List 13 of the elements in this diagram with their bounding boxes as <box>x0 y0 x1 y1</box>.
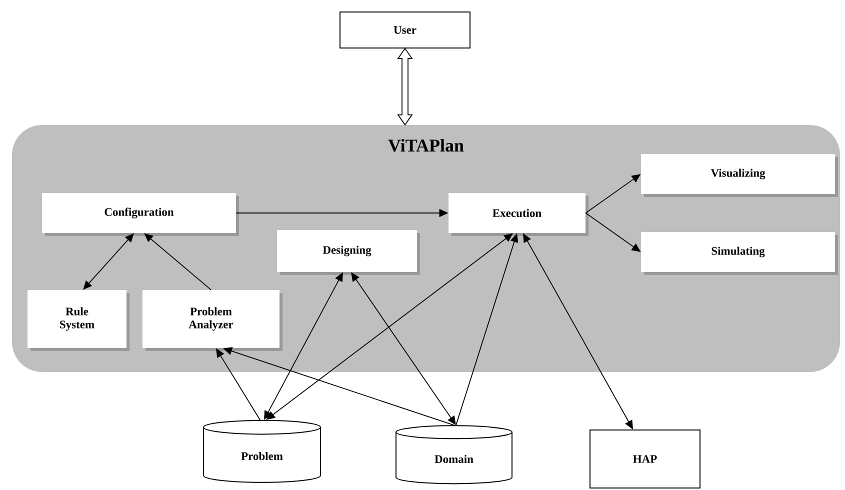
module-box: Designing <box>277 230 420 275</box>
process-box: User <box>340 12 470 48</box>
database-cylinder: Problem <box>203 420 321 483</box>
module-box: Simulating <box>641 232 838 275</box>
module-box: Rule System <box>28 290 130 351</box>
module-box: Execution <box>448 193 588 236</box>
arrow <box>144 233 212 290</box>
module-box: Problem Analyzer <box>142 290 282 351</box>
process-box: HAP <box>590 430 700 488</box>
arrow <box>266 233 513 420</box>
module-box: Visualizing <box>641 154 838 197</box>
module-box: Configuration <box>42 193 239 236</box>
database-cylinder: Domain <box>396 425 512 484</box>
